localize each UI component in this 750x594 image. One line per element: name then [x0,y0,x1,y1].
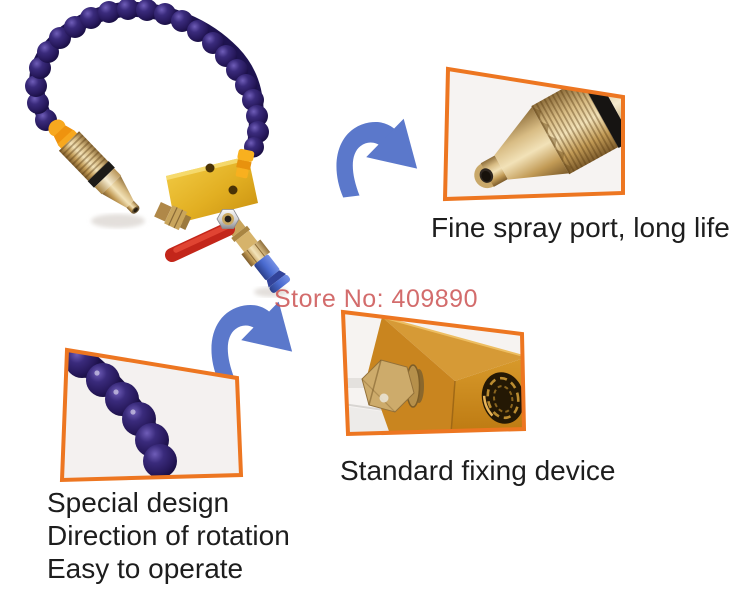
caption-hose-line-2: Direction of rotation [47,520,290,551]
curved-arrow-icon [211,301,293,381]
fixing-block-closeup [361,316,524,434]
block-hole [228,185,238,195]
hose-inlet-connector-yellow [235,148,255,179]
ball-valve-body [226,219,291,293]
nozzle-shadow [91,214,145,228]
callout-panel-nozzle [442,66,625,202]
callout-panel-fixing [340,309,527,437]
red-lever-handle [165,222,235,262]
caption-standard-fixing: Standard fixing device [340,455,616,486]
caption-hose-features: Special design Direction of rotation Eas… [47,486,290,585]
side-brass-fitting [154,201,192,231]
store-watermark: Store No: 409890 [274,285,478,313]
push-fit-connector-blue [254,254,291,293]
caption-hose-line-3: Easy to operate [47,553,244,584]
nozzle-connector-yellow [48,119,78,150]
curved-arrow-icon [336,118,418,198]
caption-fine-spray: Fine spray port, long life [431,212,730,243]
hex-bolt [361,359,424,413]
coolant-valve-block [154,148,291,293]
main-product-photo [25,0,291,297]
block-hole [205,163,215,173]
flexible-hose [25,0,269,158]
caption-hose-line-1: Special design [47,487,230,518]
threaded-hole [481,372,524,424]
fitting-shadow [254,287,288,297]
chrome-stem-nut [216,209,240,229]
brass-spray-nozzle [58,131,140,214]
